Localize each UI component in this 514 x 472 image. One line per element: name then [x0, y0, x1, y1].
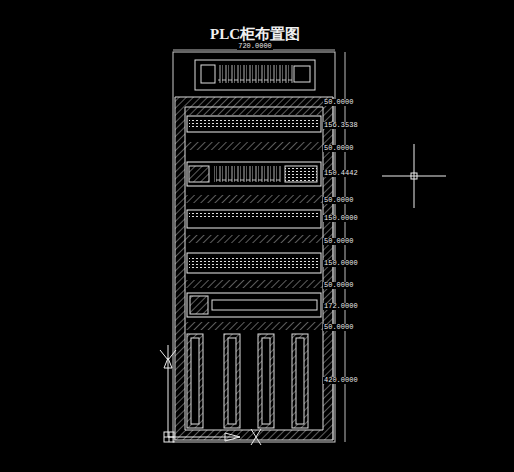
- dimension-text: 172.0000: [323, 303, 359, 310]
- dimension-text: 150.4442: [323, 170, 359, 177]
- dimension-text: 50.0000: [323, 99, 354, 106]
- dimension-text: 50.0000: [323, 145, 354, 152]
- dimension-text: 50.0000: [323, 238, 354, 245]
- dimension-text: 420.0000: [323, 377, 359, 384]
- drawing-title: PLC柜布置图: [210, 27, 300, 42]
- dimension-text: 50.0000: [323, 282, 354, 289]
- dimension-text: 720.0000: [237, 43, 273, 50]
- dimension-text: 50.0000: [323, 324, 354, 331]
- dimension-text: 156.3538: [323, 122, 359, 129]
- dimension-text: 150.0000: [323, 260, 359, 267]
- dimension-text: 50.0000: [323, 197, 354, 204]
- dimension-text: 150.0000: [323, 215, 359, 222]
